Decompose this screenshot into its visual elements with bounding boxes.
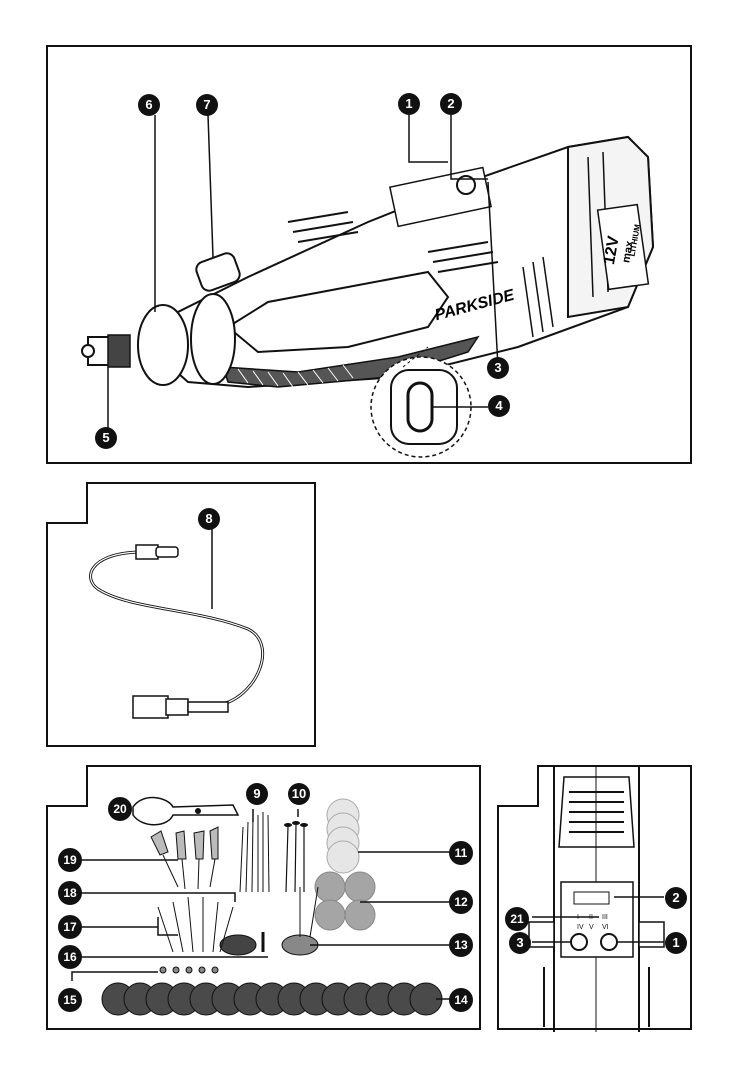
callout-19: 19 — [58, 848, 82, 872]
callout-16: 16 — [58, 945, 82, 969]
accessories-figure-panel: 9 10 11 12 13 14 15 16 17 18 19 20 — [46, 765, 481, 1030]
callout-21: 21 — [505, 907, 529, 931]
callout-10: 10 — [288, 783, 310, 805]
callout-4: 4 — [488, 395, 510, 417]
callout-1: 1 — [398, 93, 420, 115]
callout-3: 3 — [487, 357, 509, 379]
callout-7: 7 — [196, 94, 218, 116]
callout-11: 11 — [449, 841, 473, 865]
callout-15: 15 — [58, 988, 82, 1012]
cable-figure-panel: 8 — [46, 482, 316, 747]
callout-6: 6 — [138, 94, 160, 116]
main-figure-panel: 12V max LITHIUM PARKSIDE — [46, 45, 692, 464]
svg-text:VI: VI — [602, 924, 609, 931]
callout-8: 8 — [198, 508, 220, 530]
svg-text:III: III — [602, 914, 608, 921]
usb-cable-illustration — [48, 484, 318, 749]
callout-17: 17 — [58, 915, 82, 939]
svg-text:V: V — [589, 924, 594, 931]
svg-text:IV: IV — [577, 924, 584, 931]
callout-5: 5 — [95, 427, 117, 449]
callout-1-top: 1 — [665, 932, 687, 954]
callout-18: 18 — [58, 881, 82, 905]
callout-3-top: 3 — [509, 932, 531, 954]
callout-13: 13 — [449, 933, 473, 957]
callout-2: 2 — [440, 93, 462, 115]
callout-2-top: 2 — [665, 887, 687, 909]
callout-20: 20 — [108, 797, 132, 821]
callout-9: 9 — [246, 783, 268, 805]
usb-c-port-icon — [408, 383, 432, 431]
callout-14: 14 — [449, 988, 473, 1012]
callout-12: 12 — [449, 890, 473, 914]
